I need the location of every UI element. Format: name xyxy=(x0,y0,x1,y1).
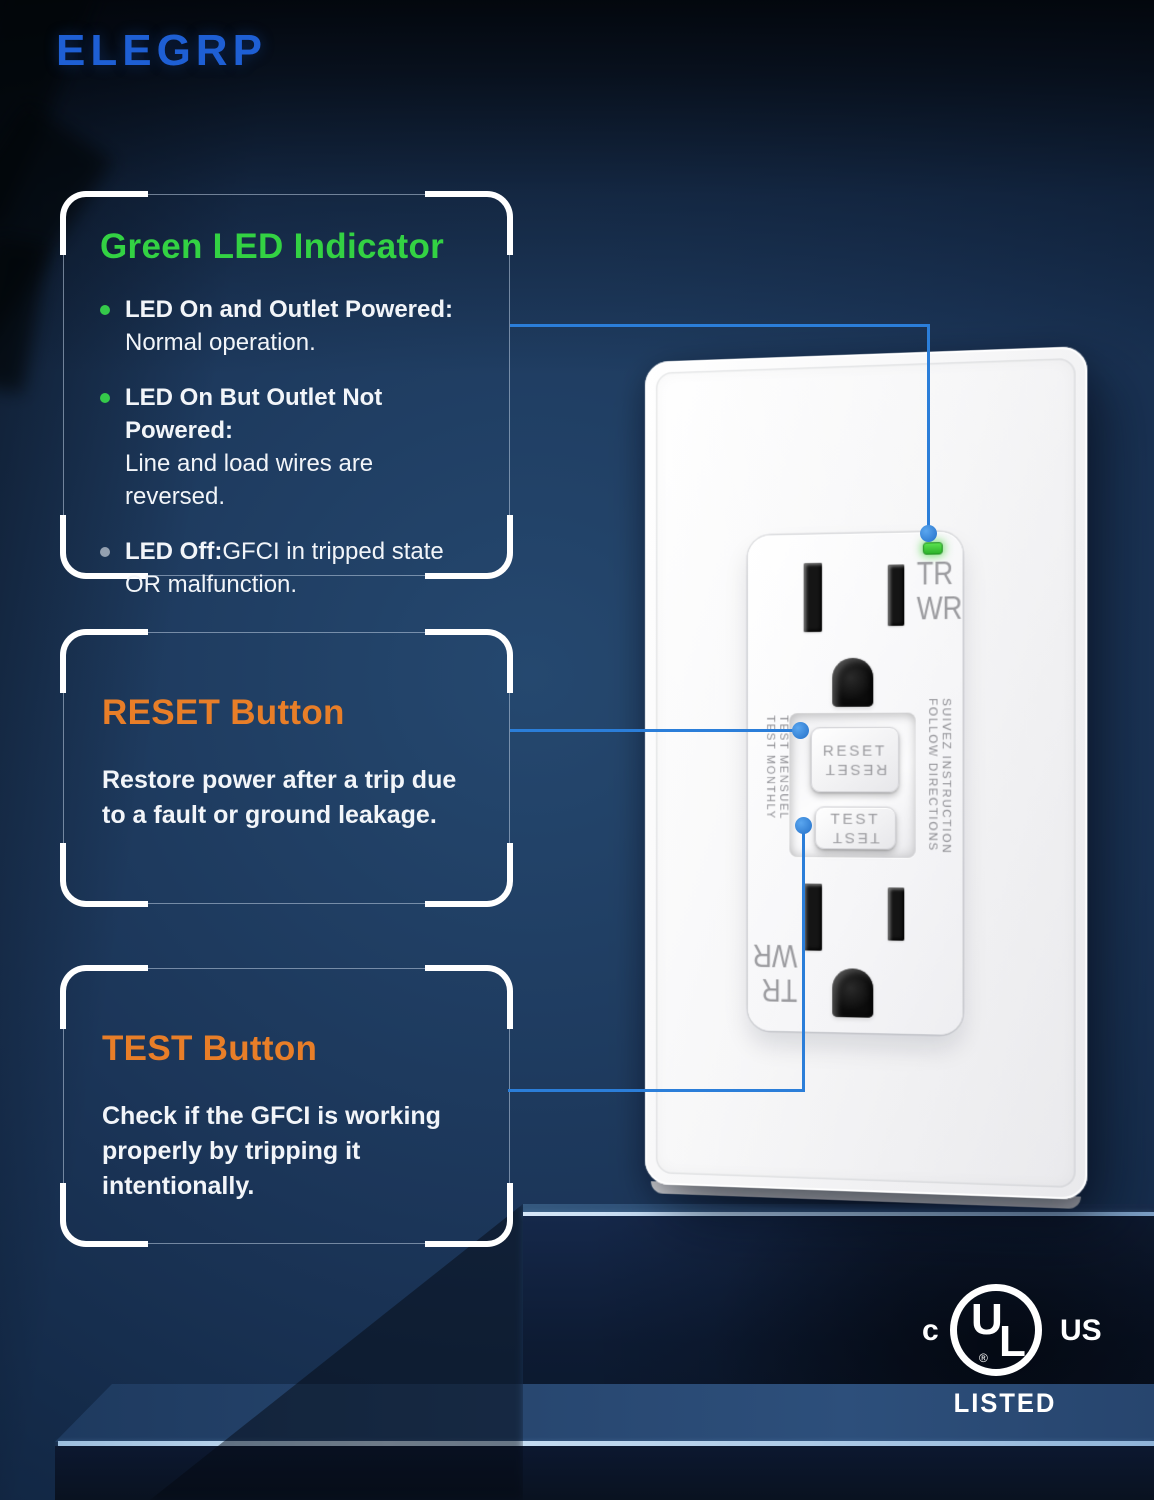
test-button-label: TEST xyxy=(830,810,881,828)
bullet-dot-icon xyxy=(100,305,110,315)
callout-test-button: TEST Button Check if the GFCI is working… xyxy=(60,965,513,1247)
registered-symbol: ® xyxy=(979,1351,988,1365)
tr-wr-marking-top: TR WR xyxy=(916,555,963,627)
bullet-desc: Line and load wires are reversed. xyxy=(125,450,374,510)
bullet-label: LED Off: xyxy=(125,538,223,565)
ul-listed-mark: c U L ® US LISTED xyxy=(880,1278,1130,1428)
list-item: LED On and Outlet Powered: Normal operat… xyxy=(100,293,483,359)
bullet-dot-icon xyxy=(100,393,110,403)
connector-dot-led xyxy=(920,525,937,542)
ul-us-mark: US xyxy=(1060,1314,1102,1347)
bullet-dot-icon xyxy=(100,547,110,557)
callout-body-reset: Restore power after a trip due to a faul… xyxy=(102,766,457,829)
hot-slot-bottom xyxy=(887,887,905,941)
ul-c-mark: c xyxy=(922,1314,939,1347)
pedestal-step-top-face xyxy=(55,1384,1154,1442)
pedestal-step-edge-highlight xyxy=(58,1441,1154,1446)
connector-line-led-horizontal xyxy=(510,324,930,327)
gfci-device-face: TR WR TEST MONTHLY TEST MENSUEL FOLLOW D… xyxy=(747,531,963,1036)
reset-button[interactable]: RESET RESET xyxy=(810,726,900,793)
ground-hole-bottom xyxy=(832,968,874,1018)
foliage-shadow xyxy=(0,236,49,394)
neutral-slot-top xyxy=(803,562,822,633)
follow-directions-marking: FOLLOW DIRECTIONS SUIVEZ INSTRUCTION xyxy=(925,698,953,855)
pedestal-mid-edge-highlight xyxy=(523,1212,1154,1216)
list-item: LED On But Outlet Not Powered: Line and … xyxy=(100,381,483,513)
connector-line-test-horizontal xyxy=(508,1089,805,1092)
callout-body-test: Check if the GFCI is working properly by… xyxy=(102,1102,441,1200)
reset-button-label-mirrored: RESET xyxy=(822,760,887,778)
bullet-label: LED On But Outlet Not Powered: xyxy=(125,384,383,444)
ul-letter-l: L xyxy=(999,1317,1026,1366)
callout-title-green-led: Green LED Indicator xyxy=(100,227,445,266)
bullet-desc: GFCI in tripped state OR malfunction. xyxy=(125,538,444,598)
brand-logo: ELEGRP xyxy=(56,26,267,75)
callout-green-led: Green LED Indicator LED On and Outlet Po… xyxy=(60,191,513,598)
gfci-outlet-assembly: TR WR TEST MONTHLY TEST MENSUEL FOLLOW D… xyxy=(645,346,1088,1200)
connector-line-test-vertical xyxy=(802,832,805,1092)
list-item: LED Off:GFCI in tripped state OR malfunc… xyxy=(100,535,483,601)
connector-line-led-vertical xyxy=(927,324,930,529)
neutral-slot-bottom xyxy=(803,883,822,951)
connector-dot-reset xyxy=(792,722,809,739)
test-button-label-mirrored: TEST xyxy=(830,828,881,846)
ground-hole-top xyxy=(832,657,874,707)
callout-title-reset: RESET Button xyxy=(102,693,345,732)
ul-circle-icon: U L ® xyxy=(950,1284,1042,1376)
pedestal-step-front-face xyxy=(55,1446,1154,1500)
bullet-label: LED On and Outlet Powered: xyxy=(125,296,454,323)
test-button[interactable]: TEST TEST xyxy=(814,806,897,850)
ul-letter-u: U xyxy=(971,1295,1003,1344)
bullet-desc: Normal operation. xyxy=(125,329,316,356)
callout-title-test: TEST Button xyxy=(102,1029,318,1068)
hot-slot-top xyxy=(887,564,905,626)
ul-listed-text: LISTED xyxy=(953,1388,1057,1418)
callout-reset-button: RESET Button Restore power after a trip … xyxy=(60,629,513,907)
reset-button-label: RESET xyxy=(822,741,887,760)
wall-plate: TR WR TEST MONTHLY TEST MENSUEL FOLLOW D… xyxy=(645,346,1088,1200)
connector-line-reset xyxy=(510,729,796,732)
tr-wr-marking-bottom: TR WR xyxy=(752,937,798,1009)
connector-dot-test xyxy=(795,817,812,834)
green-led-indicator xyxy=(922,542,943,555)
